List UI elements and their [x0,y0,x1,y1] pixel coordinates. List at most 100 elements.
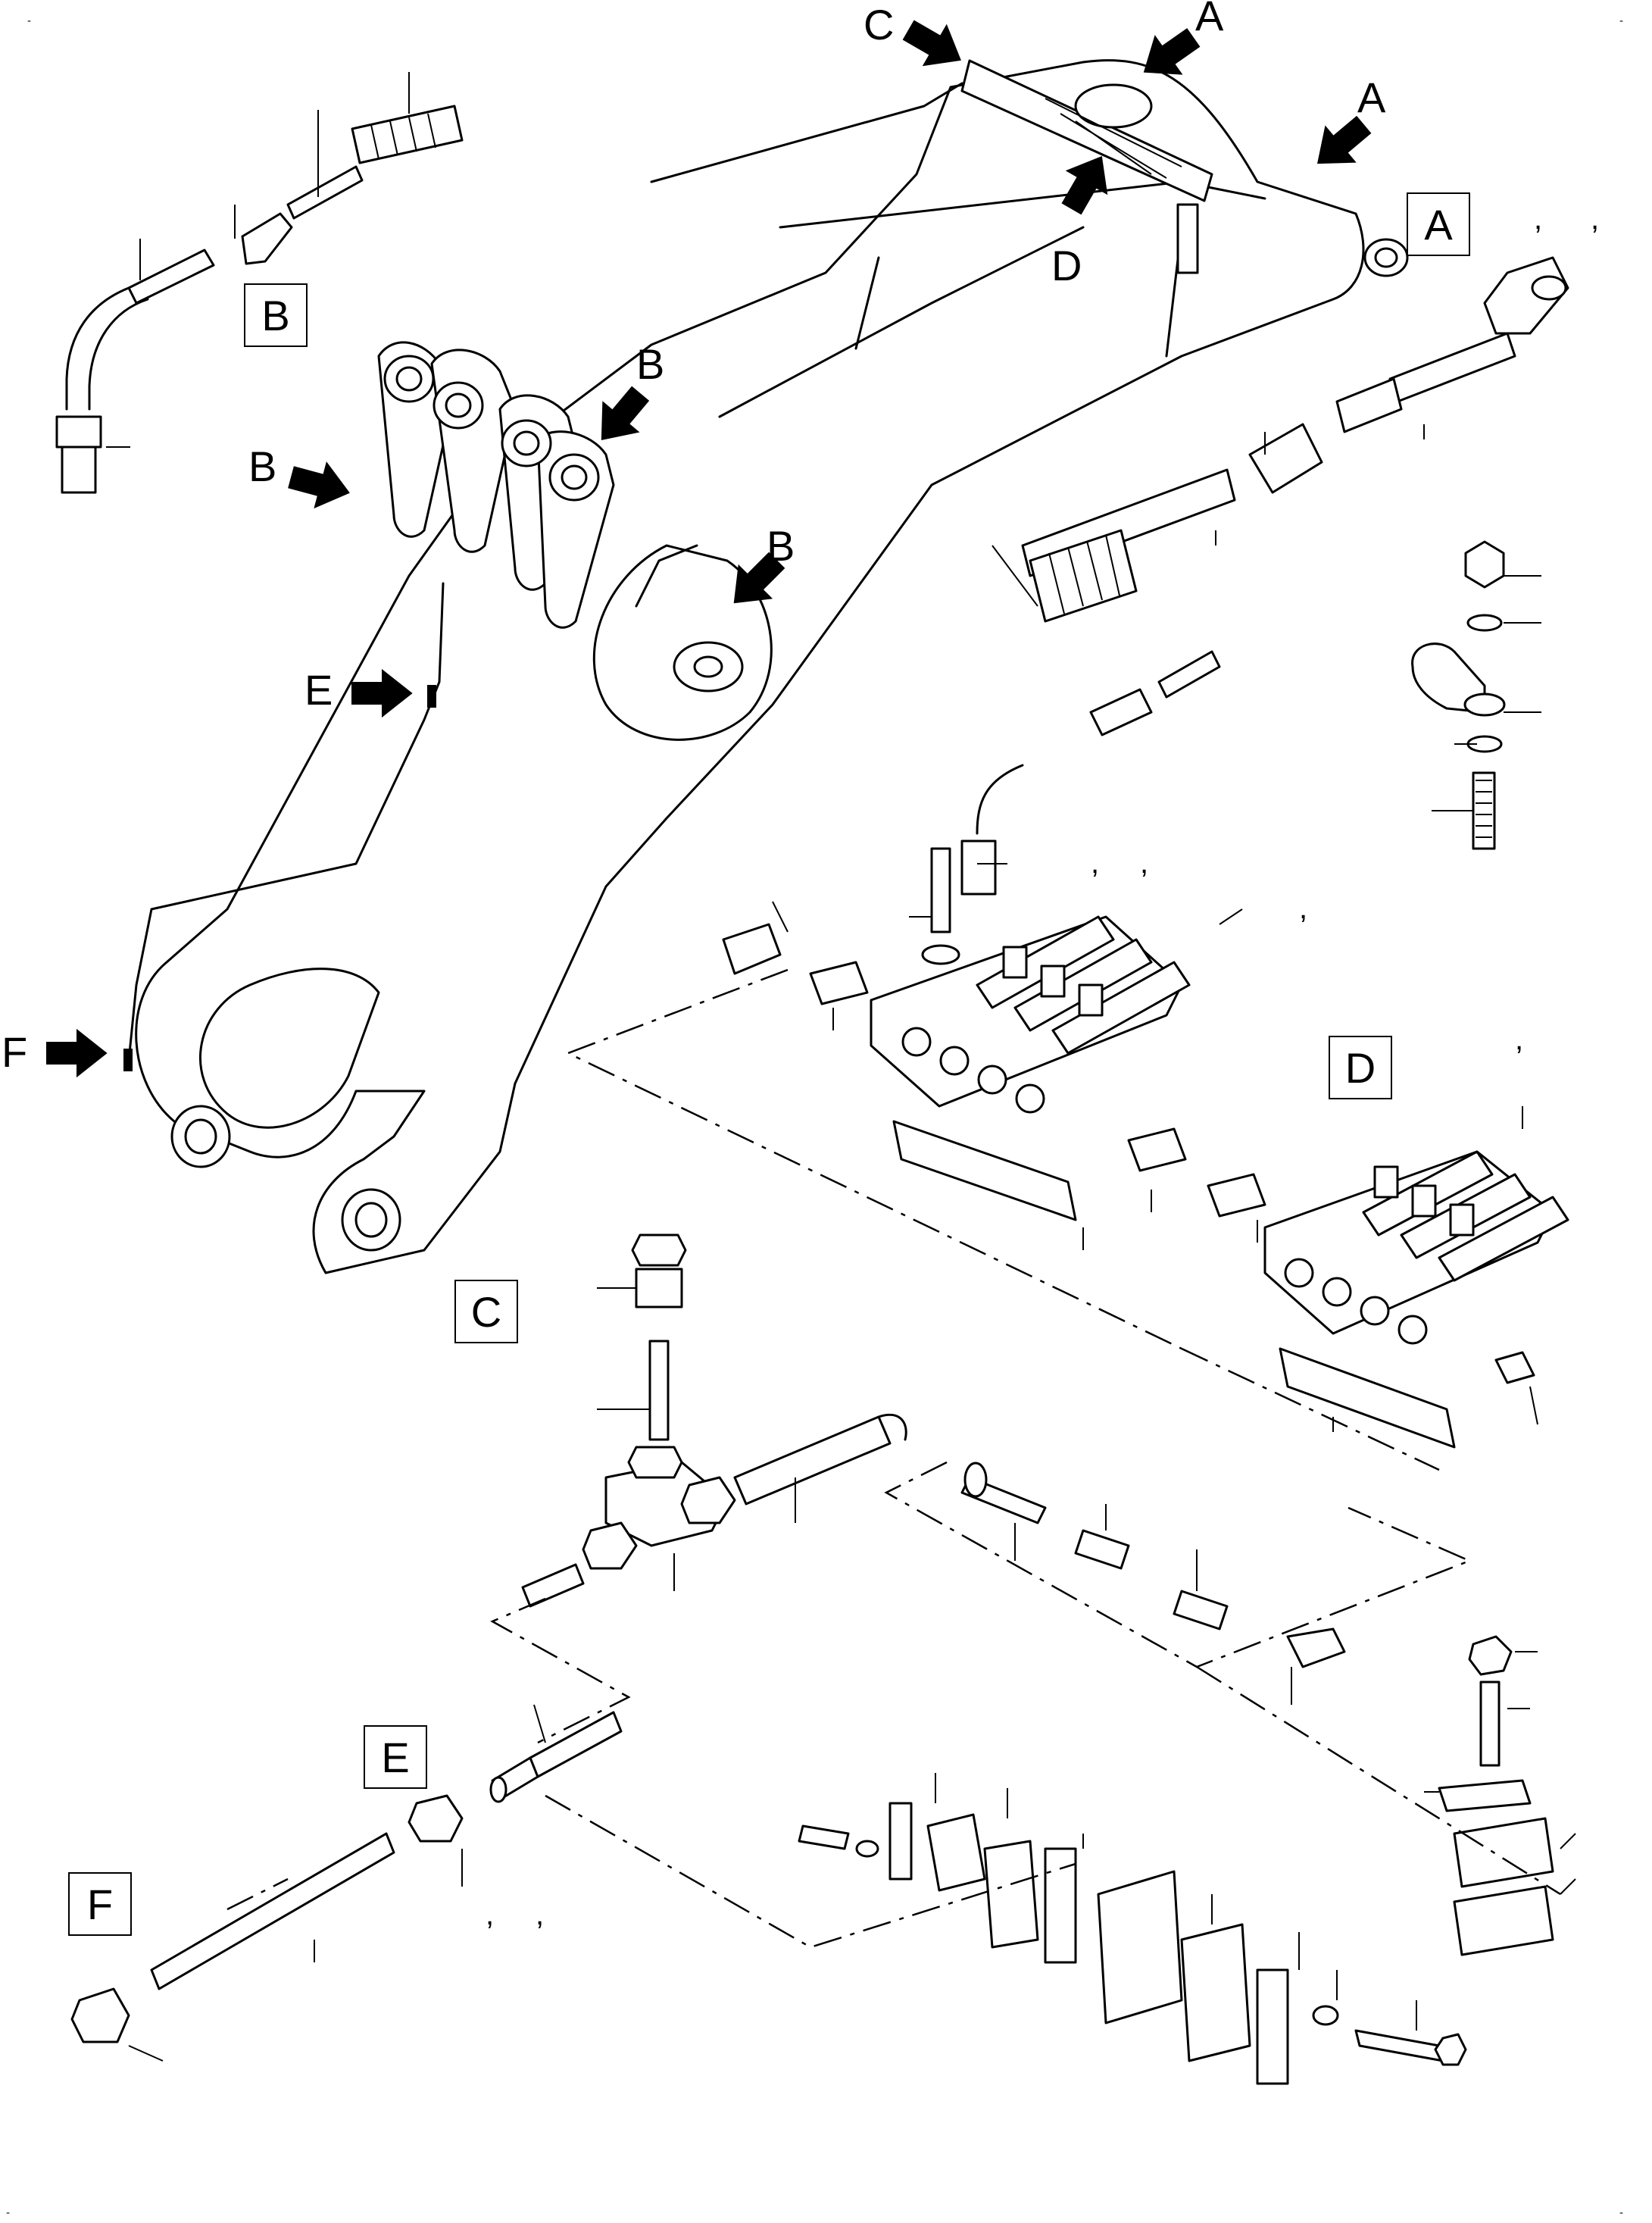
label-b-upper-left: B [248,442,276,490]
bolt-clamp-right-head [1434,2033,1467,2066]
plug-d [1494,1351,1535,1384]
hose-nut-d [1089,688,1153,736]
boom-inner-line-2 [718,226,1085,418]
detail-b-hose-assembly [55,72,464,494]
grease-fitting-e [427,685,436,708]
arrow-b-upper-left [285,455,356,516]
adaptor-d-mid-2 [1207,1173,1266,1218]
edge-mark-top-left: - [27,15,31,27]
comma-d-1: , [1091,846,1099,880]
boom-top-edge [650,82,963,183]
detail-box-d-letter: D [1345,1044,1376,1092]
tee-tube-vertical [648,1340,670,1441]
stack-plate [1438,1779,1532,1812]
clevis-bore-right [354,1202,388,1238]
tube-e [529,1711,623,1778]
block-lower-port-3 [1360,1296,1390,1326]
clevis-bore-left [184,1118,217,1155]
detail-box-f [68,1872,132,1936]
dash-d-to-block [565,968,1182,1350]
detail-box-e [364,1725,427,1789]
label-b-upper-mid: B [636,340,664,388]
leader-lines-e-f [128,1704,546,2062]
detail-box-d [1329,1036,1392,1099]
detail-d-distribution-blocks [722,650,1569,1449]
label-e-left: E [304,666,333,714]
callout-arrows: C A A D B B B E F [2,0,1386,1077]
stack-clamp-top [1453,1817,1554,1888]
clamp-bore [1463,693,1506,717]
label-b-mid-low: B [767,522,795,570]
block-upper-cap-2 [1040,965,1066,998]
hose-sleeve-a-ribs [1048,534,1120,614]
block-lower-cap-1 [1373,1165,1399,1199]
adaptor-c-2 [1173,1590,1229,1631]
arrow-e-left [351,670,412,717]
adaptor-d-mid-1 [1127,1127,1187,1172]
dash-d-lower [1181,1347,1440,1471]
hose-run-c-end [963,1462,988,1498]
washer-clamp-right [1312,2005,1339,2026]
pivot-bore-2 [445,392,472,418]
arrow-c-top [897,10,973,80]
adaptor-c-1 [1074,1529,1130,1570]
hose-adaptor-b [61,446,97,494]
cylinder-boss-bore [693,655,723,678]
swivel-a-bore [1531,275,1567,301]
clamp-stud [1472,771,1496,850]
block-upper-port-3 [977,1065,1007,1095]
clamp-washer-top [1466,614,1503,632]
assembly-dash-lines [226,968,1561,1949]
detail-box-c-letter: C [471,1288,501,1336]
top-manifold [960,59,1213,202]
clamp-half-3 [1097,1870,1183,2024]
block-upper-cylinder-1 [976,915,1115,1009]
block-upper-port-2 [939,1046,970,1076]
bolt-d [930,847,951,933]
leader-lines-bottom [935,1651,1576,2031]
spacer-plate-upper [892,1120,1077,1221]
detail-box-e-letter: E [381,1734,409,1781]
block-lower-port-2 [1322,1277,1352,1307]
label-a-right: A [1357,73,1386,121]
label-a-top: A [1195,0,1224,39]
pivot-bore-3 [513,430,540,456]
adaptor-d-left [809,961,869,1005]
bolt-clamp-left [798,1824,850,1850]
clamp-stud-threads [1476,780,1492,838]
stack-nut-top [1468,1635,1513,1676]
tee-tube-right [733,1415,892,1505]
detail-box-b-letter: B [261,292,289,339]
spacer-plate-lower [1279,1347,1456,1449]
block-upper-cylinder-3 [1051,961,1191,1055]
edge-mark-top-right: - [1619,15,1623,27]
pivot-bore-4 [561,464,588,490]
tee-sleeve-top [635,1268,683,1308]
bolt-clamp-right [1354,2029,1444,2062]
hose-elbow-b [65,286,130,411]
leader-lines-c-right [1014,1504,1292,1705]
block-upper-port-4 [1015,1083,1045,1114]
grease-line-b [635,544,698,608]
leader-lines-c [597,1287,796,1591]
nut-f [70,1987,130,2043]
washer-clamp-left [855,1840,879,1858]
hose-tube-b [286,165,364,220]
tube-f [150,1832,395,1990]
tee-nut-right [680,1476,736,1524]
edge-mark-bottom-right: - [1619,2207,1623,2219]
detail-box-b [244,283,308,347]
cylinder-boss [592,544,773,741]
tee-nut-left [582,1521,638,1570]
block-upper-cap-3 [1078,983,1104,1017]
clamp-body [1411,643,1486,714]
tee-nut-top [631,1233,687,1267]
elbow-d-left [722,923,782,975]
boom-end-bore [1374,247,1398,268]
plate-clamp-3 [1256,1968,1289,2085]
label-c-top: C [863,1,894,48]
stack-clamp-bottom [1453,1885,1554,1956]
elbow-c [1286,1627,1346,1668]
tube-end-e-face [489,1776,507,1803]
detail-c-tee-assembly [521,1233,1346,1705]
